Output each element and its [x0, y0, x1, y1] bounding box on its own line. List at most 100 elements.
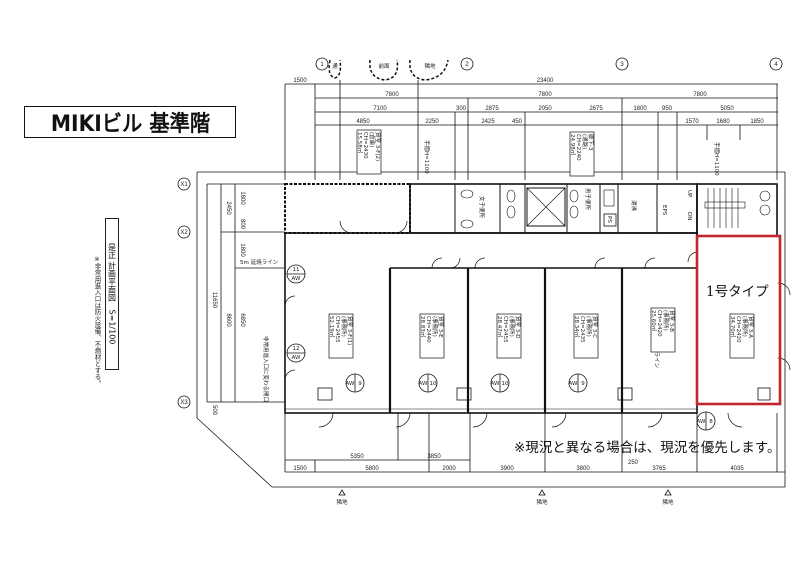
dim-row4-3: 2425 — [481, 119, 495, 125]
handrail-label: 手摺H=1100 — [713, 142, 721, 176]
window-11-no: 11 — [293, 267, 300, 273]
stair-up-label: UP — [686, 190, 692, 198]
room-3d-ch: CH=2455 — [502, 316, 508, 343]
drawing-caption-text: 是正 計画平面図 — [107, 243, 117, 302]
bottom-mark-3: 隣地 — [662, 498, 674, 506]
room-3f1-name: 貸室 3-F(1) — [346, 316, 354, 345]
grid-axis-2 — [460, 57, 474, 71]
window-10b-no: 10 — [502, 381, 509, 387]
grid-axis-3 — [615, 57, 629, 71]
drawing-caption-box: 是正 計画平面図 S=1/100 — [105, 218, 119, 370]
ps-label: PS — [606, 216, 612, 223]
window-8-no: 8 — [709, 419, 713, 425]
womens-wc-label: 女子便所 — [478, 196, 486, 219]
bottom-dimension-lines — [284, 413, 785, 473]
highlight-unit-outline[interactable] — [695, 234, 782, 406]
dim-bottom-row1-2: 3850 — [427, 454, 441, 460]
dim-row2-3: 7800 — [693, 92, 707, 98]
top-mark-1: 通 — [332, 62, 338, 70]
room-3d-area: 28.47㎡ — [496, 316, 504, 338]
stair-dn-label: DN — [686, 212, 692, 220]
dim-row3-3: 2875 — [485, 106, 499, 112]
dim-left-1: 11650 — [211, 292, 217, 309]
room-3f1-ch: CH=2455 — [334, 316, 340, 343]
dim-left-6: 8600 — [225, 313, 231, 327]
window-9b-type: AW — [569, 381, 578, 387]
dim-bottom-row2-2: 5800 — [365, 466, 379, 472]
handrail-label-2: 手摺H=1100 — [423, 140, 431, 174]
room-3c-name: 貸室 3-C — [591, 316, 599, 338]
dim-bottom-row1-3: 250 — [628, 460, 639, 466]
grid-axis-2-label: 2 — [465, 62, 469, 68]
room-3f2-area: 15.58㎡ — [356, 132, 364, 154]
dim-row3-2: 300 — [456, 106, 467, 112]
grid-axis-1 — [315, 57, 329, 71]
dim-row4-7: 1850 — [750, 119, 764, 125]
dim-left-3: 1800 — [239, 191, 245, 205]
grid-axis-4 — [769, 57, 783, 71]
window-9a-type: AW — [346, 381, 355, 387]
unit-type-label: 1号タイプ — [706, 284, 769, 300]
drawing-scale: S=1/100 — [107, 309, 117, 345]
room-3d-use: (事務所) — [508, 316, 516, 337]
room-3a-ch: CH=2420 — [735, 316, 741, 343]
room-3b-area: 25.60㎡ — [650, 310, 658, 332]
plan-title: MIKIビル 基準階 — [50, 112, 210, 137]
dim-bottom-row2-4: 3900 — [500, 466, 514, 472]
dim-row3-5: 2675 — [589, 106, 603, 112]
drawing-caption-note: ※非常用進入口は防火設備、不燃材とする。 — [93, 255, 101, 387]
dim-bottom-row2-5: 3800 — [576, 466, 590, 472]
room-3b-ch: CH=2420 — [656, 310, 662, 337]
window-11-type: AW — [292, 276, 301, 282]
grid-axis-left — [177, 177, 191, 409]
window-10b-type: AW — [491, 381, 500, 387]
dim-row3-6: 1800 — [633, 106, 647, 112]
window-9b-no: 9 — [581, 381, 585, 387]
dim-bottom-row1-1: 5350 — [350, 454, 364, 460]
grid-axis-x3: X3 — [180, 400, 188, 406]
dim-row4-4: 450 — [512, 119, 523, 125]
window-markers — [286, 264, 716, 431]
notice-text: ※現況と異なる場合は、現況を優先します。 — [514, 440, 781, 456]
top-mark-2: 前面 — [378, 62, 390, 70]
dim-row2-1: 7800 — [385, 92, 399, 98]
dim-left-8: 500 — [211, 405, 217, 416]
room-3c-area: 28.34㎡ — [573, 316, 581, 338]
building-walls — [284, 183, 791, 428]
room-3f1-use: (事務所) — [340, 316, 348, 337]
bottom-mark-2: 隣地 — [536, 498, 548, 506]
dim-left-7: 6850 — [239, 313, 245, 327]
dim-left-margin: 1500 — [293, 78, 307, 84]
dim-bottom-row2-6: 3765 — [652, 466, 666, 472]
room-3d-name: 貸室 3-D — [514, 316, 522, 338]
dim-row4-6: 1680 — [716, 119, 730, 125]
room-3b: 貸室 3-B (事務所) CH=2420 25.60㎡ — [650, 307, 676, 353]
bottom-mark-1: 隣地 — [336, 498, 348, 506]
dim-row3-7: 950 — [662, 106, 673, 112]
room-3f2-walls — [284, 183, 411, 234]
dim-bottom-row2-7: 4035 — [730, 466, 744, 472]
dim-row3-8: 5050 — [720, 106, 734, 112]
corridor-ch: CH=2240 — [575, 134, 581, 161]
dim-bottom-row2-1: 1500 — [293, 466, 307, 472]
window-12-type: AW — [292, 355, 301, 361]
grid-axis-1-label: 1 — [320, 62, 324, 68]
left-dimension-lines — [196, 171, 786, 488]
emergency-entry-label: 非常用進入口に変わる開口 — [262, 336, 270, 402]
room-3a-name: 貸室 3-A — [747, 316, 755, 338]
stair-walls — [696, 183, 778, 237]
dim-row3-4: 2050 — [538, 106, 552, 112]
room-3f2-name: 貸室 3-F(2) — [374, 132, 382, 161]
room-3f2: 貸室 3-F(2) (倉庫) CH=2430 15.58㎡ — [356, 129, 382, 175]
dim-overall: 23400 — [537, 78, 554, 84]
grid-axis-top — [315, 57, 783, 71]
dim-row2-2: 7800 — [538, 92, 552, 98]
corridor-use: (通路) — [581, 134, 589, 149]
room-tables: 貸室 3-F(2) (倉庫) CH=2430 15.58㎡ 貸室 3-F(1) … — [328, 129, 755, 359]
top-dimension-lines — [284, 80, 778, 180]
corridor-area: 24.98㎡ — [569, 134, 577, 156]
pantry-label: 湯沸 — [630, 200, 638, 212]
dim-row3-1: 7100 — [373, 106, 387, 112]
eps-label: EPS — [661, 205, 667, 216]
